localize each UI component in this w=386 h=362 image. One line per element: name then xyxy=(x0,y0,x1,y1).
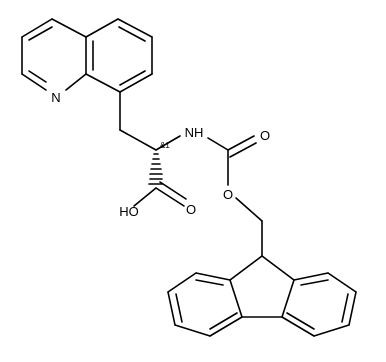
amide-nh-label: NH xyxy=(185,125,204,140)
carbamate-linker xyxy=(155,135,263,257)
ester-oxygen-label: O xyxy=(223,187,233,202)
fluorene-group xyxy=(167,255,357,337)
hydroxyl-label: HO xyxy=(119,204,139,219)
carboxylic-acid xyxy=(133,181,187,207)
carbonyl-oxygen-label: O xyxy=(260,128,270,143)
side-chain xyxy=(119,91,157,151)
quinoline-benzo-ring xyxy=(85,18,153,93)
quinoline-pyridine-ring xyxy=(21,18,87,91)
hashed-wedge-bond xyxy=(148,153,164,185)
acid-oxygen-label: O xyxy=(186,202,196,217)
quinoline-nitrogen-label: N xyxy=(51,90,60,105)
stereo-descriptor-label: &1 xyxy=(160,141,170,150)
